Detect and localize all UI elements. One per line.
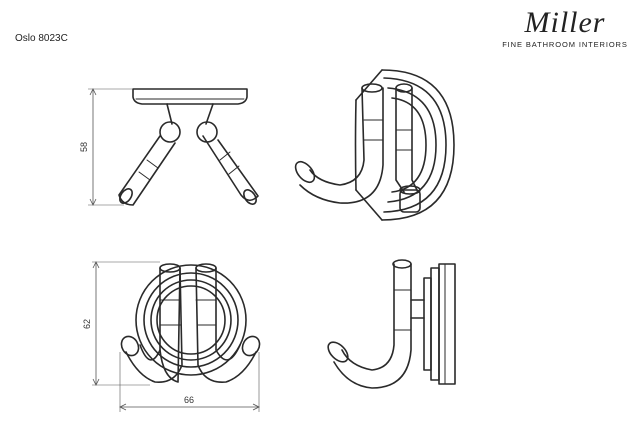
dim-label-62: 62 <box>82 319 92 329</box>
model-code: Oslo 8023C <box>15 33 68 44</box>
side-view <box>294 69 455 221</box>
brand-tagline: FINE BATHROOM INTERIORS <box>502 40 628 49</box>
brand-logo: Miller FINE BATHROOM INTERIORS <box>497 6 633 50</box>
dimension-height-front <box>88 88 133 206</box>
dim-label-58: 58 <box>79 142 89 152</box>
profile-view <box>327 259 456 389</box>
brand-name: Miller <box>524 6 606 39</box>
front-view <box>120 263 261 383</box>
dim-label-66: 66 <box>184 395 194 405</box>
top-view <box>118 88 259 206</box>
dimension-width <box>119 352 260 412</box>
dimension-height-side <box>92 261 160 386</box>
